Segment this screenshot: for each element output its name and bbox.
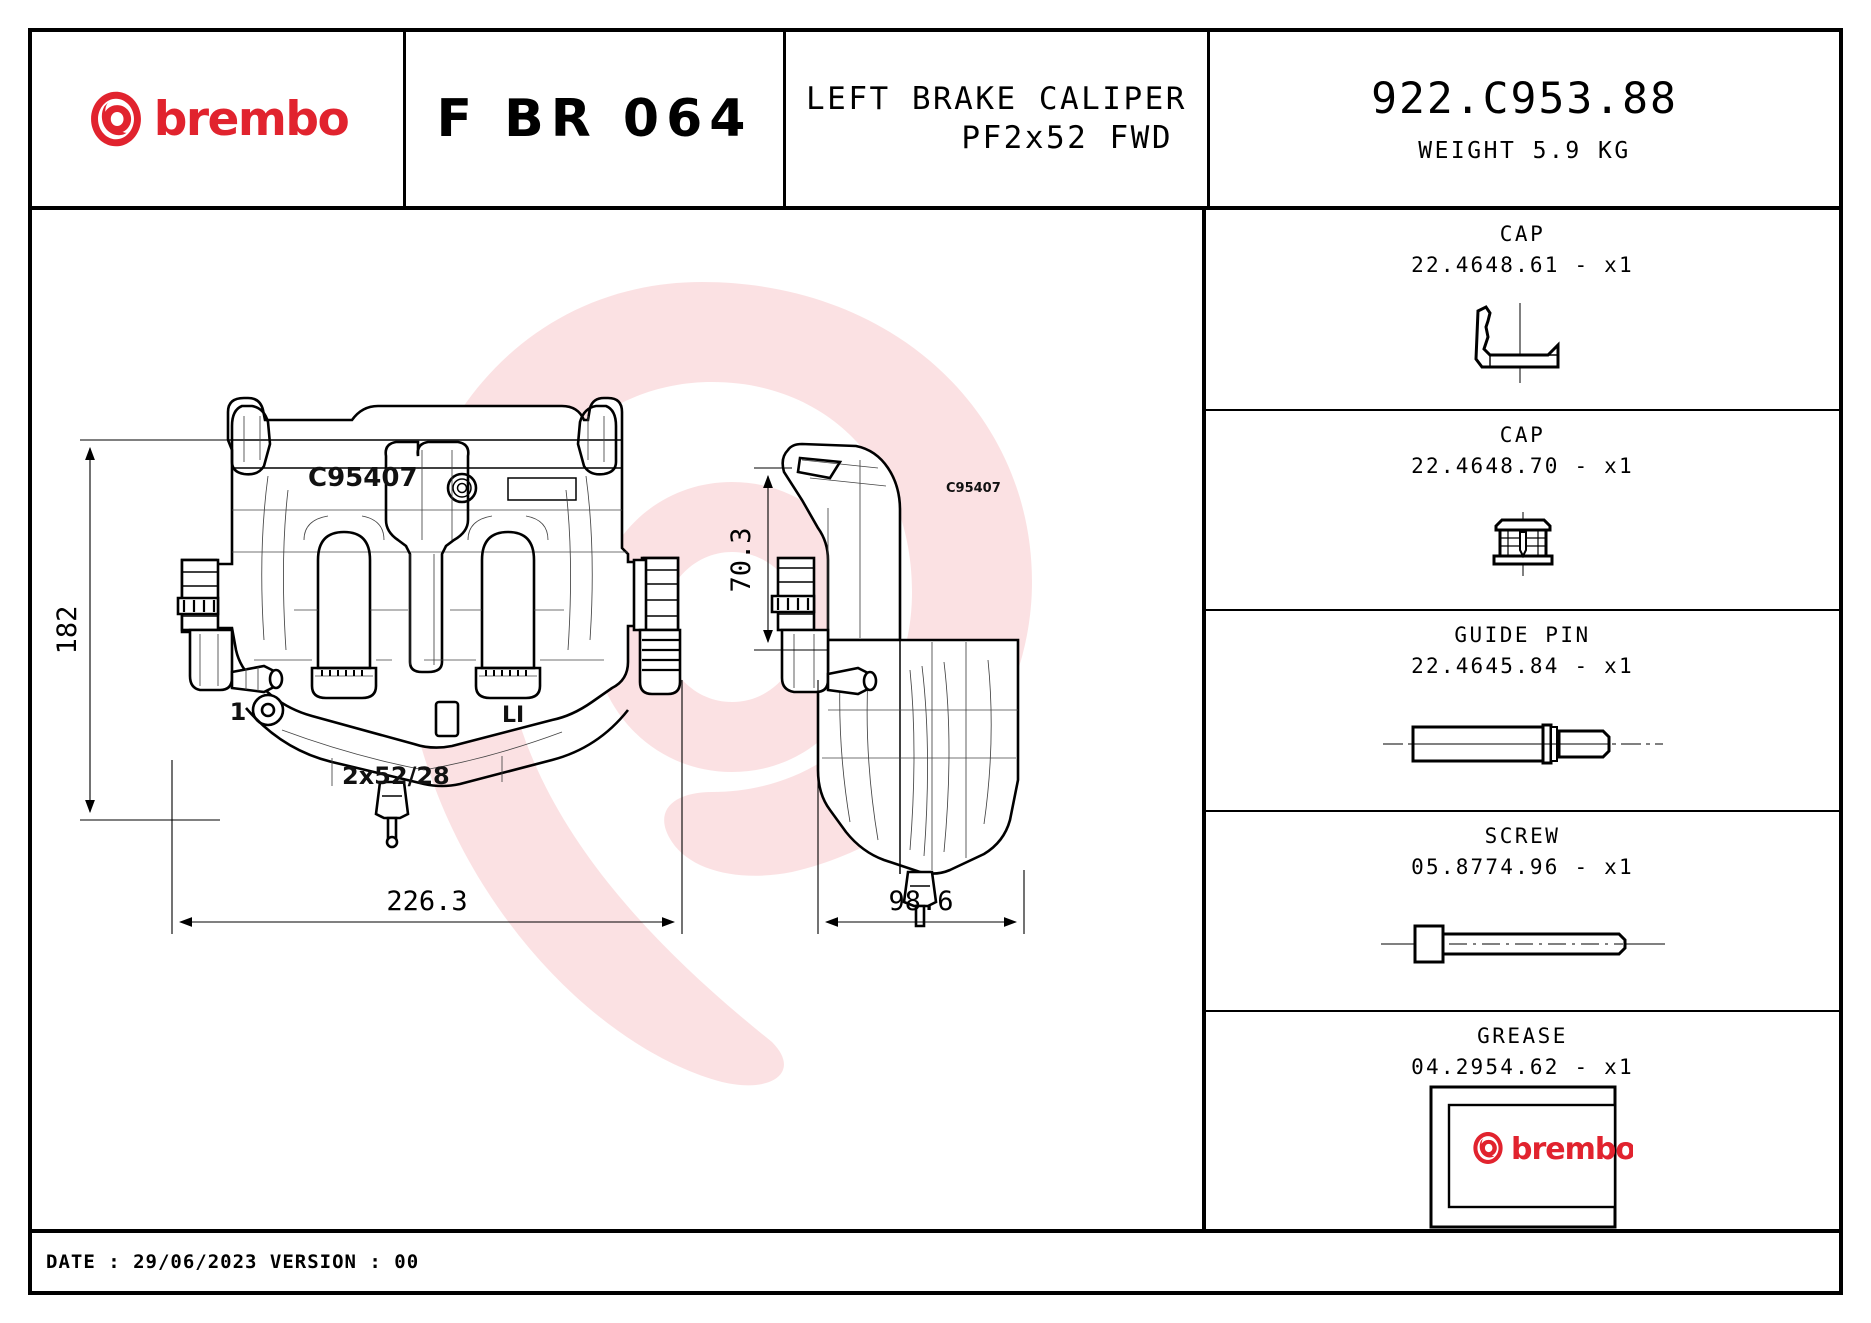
part-name: CAP: [1499, 422, 1546, 447]
product-description-line2: PF2x52 FWD: [961, 120, 1173, 156]
brembo-mark-icon: [87, 90, 145, 148]
part-item-cap-1: CAP 22.4648.61 - x1: [1206, 210, 1839, 411]
dimension-70-text: 70.3: [726, 527, 757, 592]
part-name: GREASE: [1477, 1024, 1568, 1048]
front-view-piston-spec: 2x52/28: [342, 762, 450, 790]
drawing-sheet: brembo F BR 064 LEFT BRAKE CALIPER PF2x5…: [28, 28, 1843, 1295]
part-item-screw: SCREW 05.8774.96 - x1: [1206, 812, 1839, 1012]
dimension-70: 70.3: [726, 467, 828, 651]
brand-logo-cell: brembo: [32, 32, 406, 206]
screw-icon: [1206, 879, 1839, 1011]
dimension-98-text: 98.6: [888, 886, 953, 917]
product-description-line1: LEFT BRAKE CALIPER: [806, 81, 1187, 118]
drawing-area: .th{fill:none;stroke:#000;stroke-width:2…: [32, 210, 1202, 1229]
part-code: 22.4648.70 - x1: [1411, 453, 1634, 478]
side-view-body-code: C95407: [946, 481, 1001, 496]
product-description-cell: LEFT BRAKE CALIPER PF2x52 FWD: [786, 32, 1210, 206]
svg-text:brembo: brembo: [1511, 1132, 1633, 1167]
drawing-code: F BR 064: [436, 89, 753, 149]
dimension-226-text: 226.3: [386, 886, 467, 917]
weight-label: WEIGHT 5.9 KG: [1418, 138, 1631, 164]
bleed-screw-detail: [446, 472, 478, 504]
part-item-grease: GREASE 04.2954.62 - x1 brembo: [1206, 1012, 1839, 1229]
part-code: 22.4645.84 - x1: [1411, 654, 1634, 678]
grease-tube-icon: brembo: [1206, 1079, 1839, 1229]
dimension-182-text: 182: [52, 606, 83, 655]
dimension-98: 98.6: [817, 680, 1025, 934]
part-name: GUIDE PIN: [1454, 623, 1591, 647]
dimension-182: 182: [52, 439, 228, 821]
caliper-technical-drawing: .th{fill:none;stroke:#000;stroke-width:2…: [52, 396, 1025, 934]
part-number: 922.C953.88: [1371, 74, 1678, 124]
drawing-code-cell: F BR 064: [406, 32, 786, 206]
brembo-logo: brembo: [87, 90, 350, 148]
side-port-boss: [770, 556, 878, 696]
part-code: 22.4648.61 - x1: [1411, 253, 1634, 277]
part-number-cell: 922.C953.88 WEIGHT 5.9 KG: [1210, 32, 1839, 206]
part-item-guide-pin: GUIDE PIN 22.4645.84 - x1: [1206, 611, 1839, 812]
cap-plug-icon: [1206, 478, 1839, 610]
right-port-boss: [632, 556, 682, 696]
front-view-marker-1: 1: [230, 698, 247, 726]
footer-bar: DATE : 29/06/2023 VERSION : 00: [32, 1229, 1839, 1291]
footer-date-version: DATE : 29/06/2023 VERSION : 00: [46, 1251, 420, 1273]
left-port-boss: [176, 558, 284, 694]
part-name: CAP: [1499, 222, 1546, 246]
title-block-header: brembo F BR 064 LEFT BRAKE CALIPER PF2x5…: [32, 32, 1839, 210]
front-view-marker-li: LI: [502, 703, 524, 728]
brembo-wordmark: brembo: [153, 91, 350, 147]
parts-list: CAP 22.4648.61 - x1 CAP 22.4648.70 - x1: [1202, 210, 1839, 1229]
dimension-226: 226.3: [171, 680, 683, 934]
front-view-body-code: C95407: [308, 463, 418, 493]
cap-bracket-icon: [1206, 277, 1839, 409]
side-view-geometry: C95407: [770, 442, 1020, 928]
part-code: 04.2954.62 - x1: [1411, 1055, 1634, 1079]
part-name: SCREW: [1484, 823, 1561, 848]
guide-pin-icon: [1206, 678, 1839, 810]
part-item-cap-2: CAP 22.4648.70 - x1: [1206, 411, 1839, 611]
front-view-geometry: [176, 396, 682, 849]
part-code: 05.8774.96 - x1: [1411, 854, 1634, 879]
